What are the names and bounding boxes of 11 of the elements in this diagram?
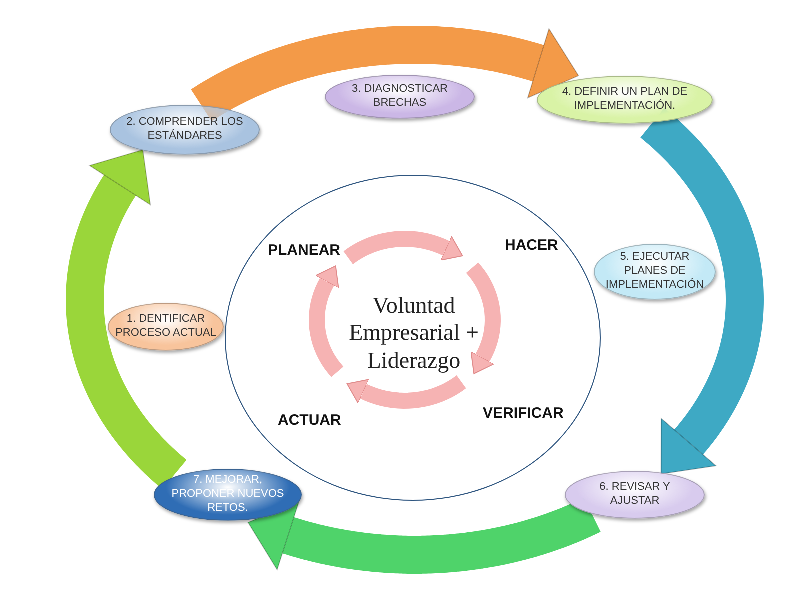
step-ellipse: 5. EJECUTAR PLANES DE IMPLEMENTACIÓN bbox=[594, 244, 716, 300]
phase-label: HACER bbox=[505, 237, 558, 254]
step-ellipse: 6. REVISAR Y AJUSTAR bbox=[565, 471, 705, 519]
phase-label: PLANEAR bbox=[268, 242, 341, 259]
step-ellipse: 4. DEFINIR UN PLAN DE IMPLEMENTACIÓN. bbox=[537, 76, 713, 124]
step-ellipse: 3. DIAGNOSTICAR BRECHAS bbox=[325, 75, 475, 119]
step-ellipse: 1. DENTIFICAR PROCESO ACTUAL bbox=[108, 303, 224, 351]
phase-label: ACTUAR bbox=[278, 412, 342, 429]
phase-label: VERIFICAR bbox=[483, 405, 564, 422]
step-ellipse: 2. COMPRENDER LOS ESTÁNDARES bbox=[110, 105, 260, 155]
center-text: Voluntad Empresarial + Liderazgo bbox=[319, 273, 509, 393]
